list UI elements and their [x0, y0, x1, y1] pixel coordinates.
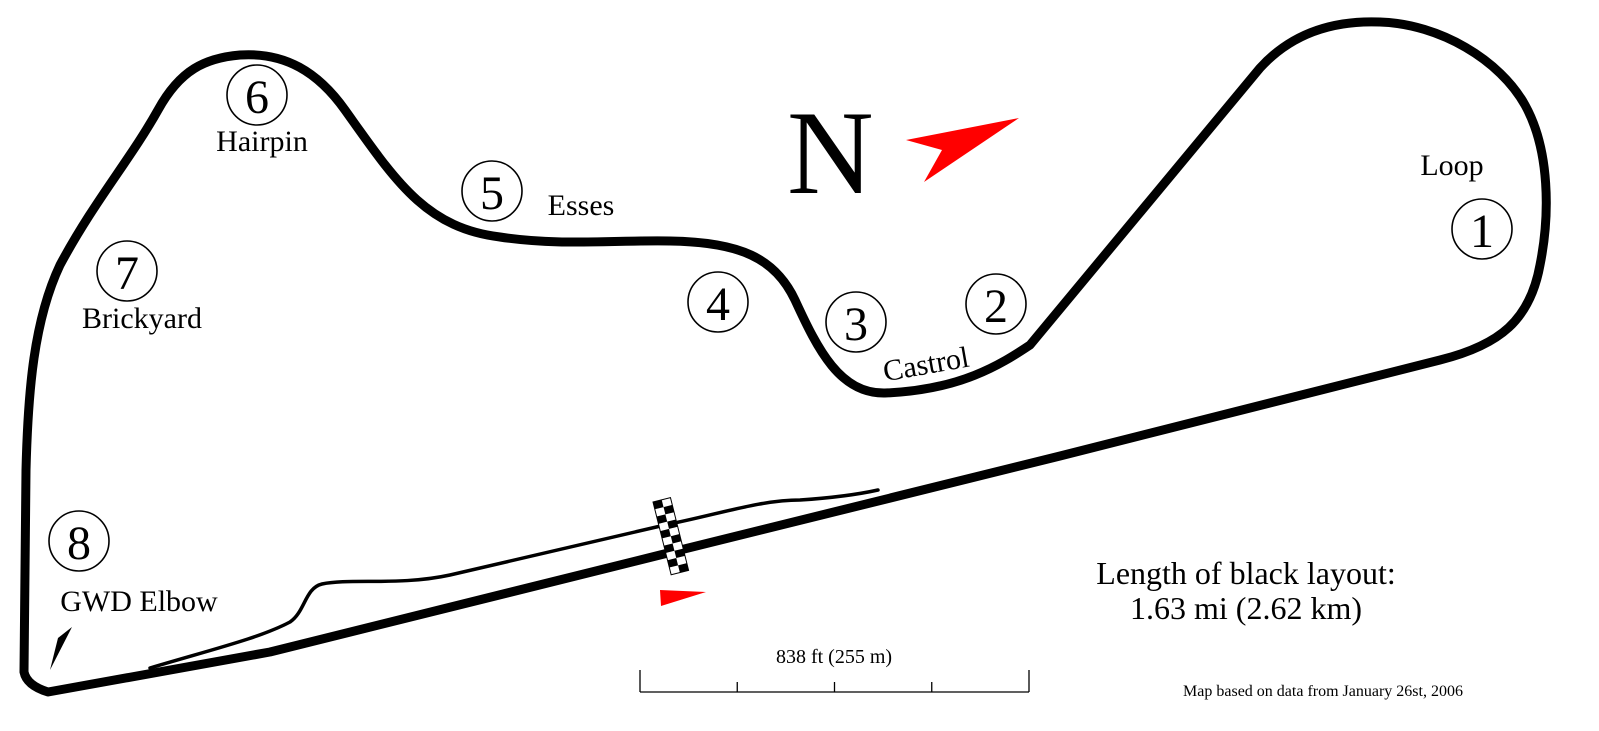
turn-1-name: Loop — [1420, 149, 1483, 182]
checker-square — [660, 528, 671, 539]
turn-2-number: 2 — [984, 280, 1008, 333]
checker-square — [663, 504, 675, 515]
main-track-path — [19, 17, 1551, 697]
checker-square — [656, 514, 668, 524]
turn-1-number: 1 — [1470, 205, 1494, 258]
turn-7-name: Brickyard — [82, 302, 202, 335]
checker-square — [674, 548, 685, 559]
turn-6-name: Hairpin — [216, 125, 308, 158]
turn-4-number: 4 — [706, 278, 730, 331]
checker-square — [667, 558, 679, 568]
turn-2-circle — [965, 273, 1027, 335]
turn-8-number: 8 — [67, 517, 91, 570]
layout-length-heading: Length of black layout: — [1096, 555, 1395, 591]
compass-north-arrow — [906, 118, 1019, 182]
turn-1-circle — [1451, 198, 1513, 260]
turn-7-circle — [96, 240, 158, 302]
start-finish-checkered-flag — [652, 497, 690, 576]
checker-square — [663, 543, 675, 553]
turn-5-number: 5 — [480, 167, 504, 220]
layout-length-value: 1.63 mi (2.62 km) — [1130, 590, 1362, 626]
checker-square — [678, 563, 689, 573]
black-direction-arrow — [50, 627, 72, 670]
checker-square — [667, 519, 678, 529]
red-direction-arrow-start — [660, 590, 706, 606]
checker-square — [670, 534, 682, 544]
turn-3-circle — [825, 291, 887, 353]
footnote: Map based on data from January 26st, 200… — [1183, 683, 1463, 700]
turn-8-circle — [48, 510, 110, 572]
turn-6-circle — [226, 64, 288, 126]
turn-7-number: 7 — [115, 247, 139, 300]
secondary-track-path — [148, 488, 880, 670]
turn-3-number: 3 — [844, 298, 868, 351]
turn-6-number: 6 — [245, 71, 269, 124]
turn-5-circle — [461, 160, 523, 222]
turn-8-name: GWD Elbow — [60, 585, 218, 618]
turn-5-name: Esses — [548, 189, 615, 222]
scale-bar-label: 838 ft (255 m) — [776, 646, 892, 668]
scale-bar — [639, 670, 1030, 693]
compass-north-label: N — [787, 86, 874, 219]
checker-square — [653, 499, 664, 510]
turn-4-circle — [687, 271, 749, 333]
